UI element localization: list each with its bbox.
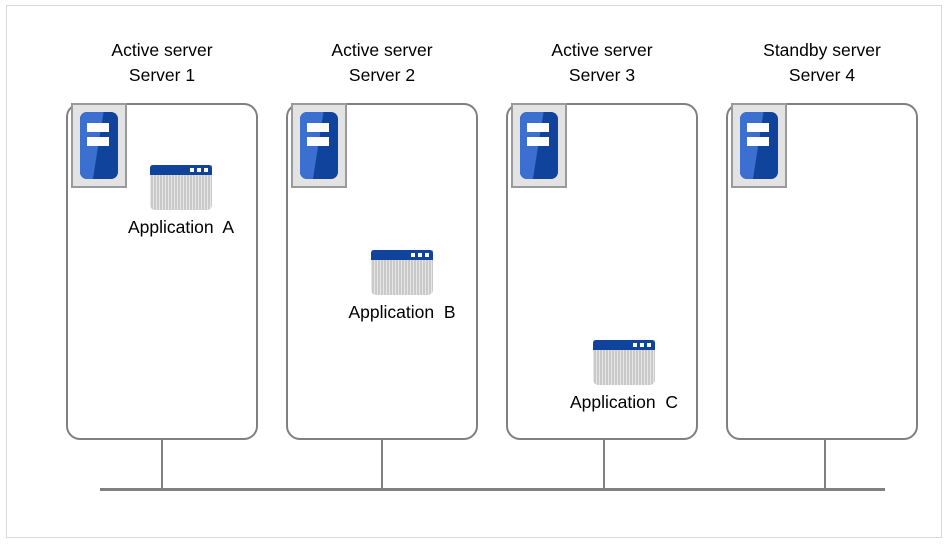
app-window-dot-2 [640, 343, 644, 347]
server-icon-chassis-3 [520, 112, 558, 179]
server-icon-bar-top-1 [86, 123, 109, 132]
network-connector-1 [161, 438, 163, 490]
network-connector-4 [824, 438, 826, 490]
server-icon-chassis-2 [300, 112, 338, 179]
server-role-2: Active server [331, 40, 433, 60]
server-icon-bar-bottom-4 [746, 137, 769, 146]
app-window-icon-1[interactable] [150, 165, 212, 210]
server-icon-chassis-1 [80, 112, 118, 179]
app-window-dot-1 [411, 253, 415, 257]
application-group-1[interactable]: Application A [81, 165, 281, 238]
application-label-3: Application C [570, 392, 678, 412]
server-icon-chassis-4 [740, 112, 778, 179]
server-icon-4 [731, 103, 787, 188]
server-caption-3: Active server Server 3 [492, 38, 712, 88]
application-group-3[interactable]: Application C [524, 340, 724, 413]
server-caption-1: Active server Server 1 [52, 38, 272, 88]
server-name-2: Server 2 [348, 65, 416, 85]
server-icon-bar-bottom-1 [86, 137, 109, 146]
server-icon-bar-top-2 [306, 123, 329, 132]
application-label-2: Application B [348, 302, 456, 322]
network-connector-3 [603, 438, 605, 490]
app-window-dot-3 [647, 343, 651, 347]
app-window-icon-3[interactable] [593, 340, 655, 385]
app-window-titlebar-1 [150, 165, 212, 175]
server-icon-bar-bottom-3 [526, 137, 549, 146]
server-role-3: Active server [551, 40, 653, 60]
app-window-dot-2 [197, 168, 201, 172]
app-window-dot-1 [633, 343, 637, 347]
app-window-dot-3 [204, 168, 208, 172]
app-window-icon-2[interactable] [371, 250, 433, 295]
network-connector-2 [381, 438, 383, 490]
app-window-dot-1 [190, 168, 194, 172]
server-icon-bar-top-3 [526, 123, 549, 132]
app-window-titlebar-3 [593, 340, 655, 350]
server-icon-1 [71, 103, 127, 188]
app-window-dot-2 [418, 253, 422, 257]
server-name-1: Server 1 [128, 65, 196, 85]
server-name-3: Server 3 [568, 65, 636, 85]
server-icon-bar-top-4 [746, 123, 769, 132]
network-bus-line [100, 488, 885, 491]
server-caption-2: Active server Server 2 [272, 38, 492, 88]
application-label-1: Application A [127, 217, 235, 237]
server-caption-4: Standby server Server 4 [712, 38, 932, 88]
application-group-2[interactable]: Application B [302, 250, 502, 323]
server-icon-bar-bottom-2 [306, 137, 329, 146]
server-role-4: Standby server [763, 40, 881, 60]
server-name-4: Server 4 [788, 65, 856, 85]
server-icon-3 [511, 103, 567, 188]
app-window-titlebar-2 [371, 250, 433, 260]
app-window-dot-3 [425, 253, 429, 257]
server-role-1: Active server [111, 40, 213, 60]
server-icon-2 [291, 103, 347, 188]
